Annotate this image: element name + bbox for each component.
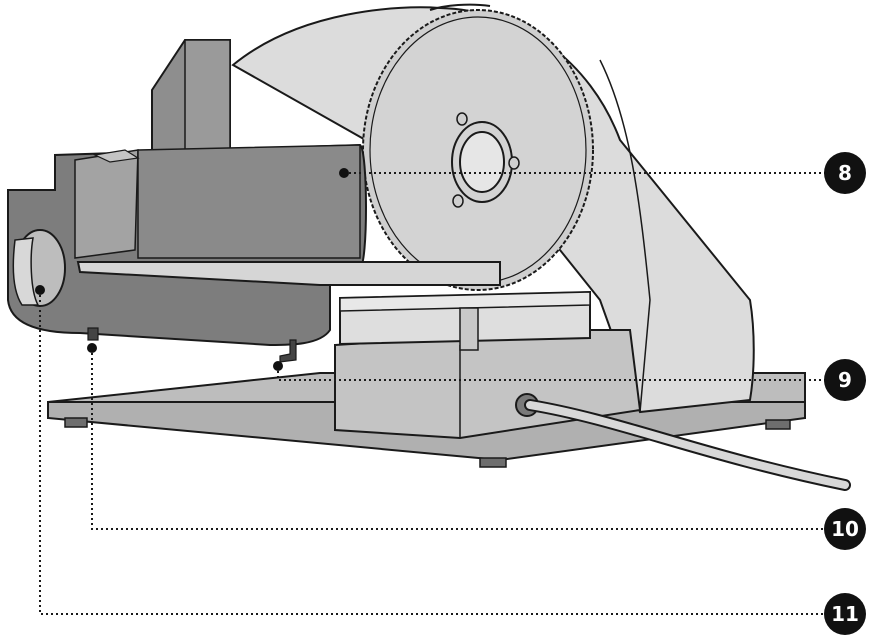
callout-label-8: 8 [838,161,852,185]
leader-dot-9 [273,361,283,371]
leader-dot-8 [339,168,349,178]
callout-11: 11 [824,593,866,635]
blade-screw [452,194,464,208]
callout-8: 8 [824,152,866,194]
blade-screw [508,156,520,170]
foot-left [64,417,88,428]
carriage-tray [7,143,501,347]
blade-screw [456,112,468,126]
callout-label-9: 9 [838,368,852,392]
callout-10: 10 [824,508,866,550]
tray-foot [87,327,99,341]
callout-label-10: 10 [831,517,859,541]
blade [362,9,594,291]
callout-label-11: 11 [831,602,859,626]
foot-front [479,457,507,468]
callout-leaders [39,172,825,615]
leader-dot-11 [35,285,45,295]
food-pusher [151,39,231,151]
leader-dot-10 [87,343,97,353]
carriage-rail [339,290,591,351]
foot-right [765,419,791,430]
thickness-knob [12,229,66,307]
callout-9: 9 [824,359,866,401]
